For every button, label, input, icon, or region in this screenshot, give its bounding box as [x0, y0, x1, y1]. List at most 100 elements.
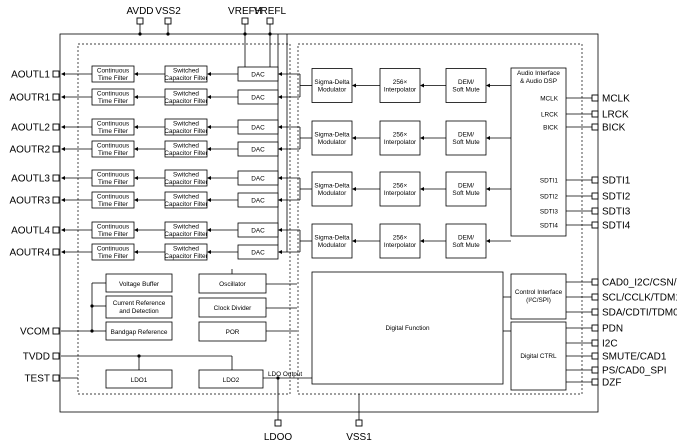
analog-region [77, 43, 291, 395]
interpolator [379, 68, 421, 103]
continuous-time-filter-label-2: Time Filter [98, 201, 129, 208]
por-label: POR [226, 329, 240, 336]
oscillator-block [198, 273, 267, 294]
pin-label-sdti2: SDTI2 [602, 192, 631, 203]
aoutr1-pin [52, 93, 60, 101]
pin-label-pdn: PDN [602, 324, 623, 335]
pdn-pin [591, 324, 599, 332]
sigma-delta-modulator-label-2: Modulator [318, 87, 347, 94]
cad0-i2c-csn-dzf-pin [591, 278, 599, 286]
current-reference-label-2: and Detection [119, 308, 159, 315]
pin-label-mclk: MCLK [602, 94, 630, 105]
lrck-pin [591, 110, 599, 118]
interpolator [379, 120, 421, 156]
ldo1-block [105, 369, 173, 389]
continuous-time-filter-label-1: Continuous [97, 193, 129, 200]
digital-ctrl-label: Digital CTRL [520, 353, 557, 360]
package-pins: AOUTL1AOUTR1AOUTL2AOUTR2AOUTL3AOUTR3AOUT… [9, 6, 677, 443]
pin-label-cad0-i2c-csn-dzf: CAD0_I2C/CSN/DZF [602, 278, 677, 289]
aif-port-sdti3: SDTI3 [540, 208, 559, 215]
pin-label-aoutr3: AOUTR3 [9, 196, 50, 207]
vcom-pin [52, 327, 60, 335]
vss2-pin [164, 17, 172, 25]
sigma-delta-modulator [311, 68, 353, 103]
switched-capacitor-filter-label-2: Capacitor Filter [164, 253, 208, 260]
continuous-time-filter-label-1: Continuous [97, 245, 129, 252]
por-block [198, 321, 267, 342]
interpolator-label-1: 256× [393, 79, 408, 86]
aif-port-sdti2: SDTI2 [540, 193, 559, 200]
aoutr3-pin [52, 196, 60, 204]
pin-label-avdd: AVDD [126, 6, 153, 17]
dac-label: DAC [251, 227, 265, 234]
dem-soft-mute [445, 171, 487, 207]
sigma-delta-modulator-label-1: Sigma-Delta [314, 79, 350, 86]
interpolator-label-2: Interpolator [384, 87, 417, 94]
aif-port-sdti1: SDTI1 [540, 177, 559, 184]
avdd-pin [136, 17, 144, 25]
sigma-delta-modulator-label-2: Modulator [318, 242, 347, 249]
continuous-time-filter-label-1: Continuous [97, 67, 129, 74]
aoutl4-pin [52, 226, 60, 234]
current-reference-block [105, 295, 173, 319]
continuous-time-filter-label-2: Time Filter [98, 253, 129, 260]
voltage-buffer-label: Voltage Buffer [119, 281, 160, 288]
sigma-delta-modulator-label-2: Modulator [318, 139, 347, 146]
continuous-time-filter-label-1: Continuous [97, 223, 129, 230]
tvdd-pin [52, 352, 60, 360]
aif-port-mclk: MCLK [540, 95, 558, 102]
sdti4-pin [591, 221, 599, 229]
pin-label-tvdd: TVDD [23, 352, 50, 363]
switched-capacitor-filter-label-1: Switched [173, 120, 199, 127]
switched-capacitor-filter-label-2: Capacitor Filter [164, 75, 208, 82]
scl-cclk-tdm1-pin [591, 293, 599, 301]
pin-label-aoutr2: AOUTR2 [9, 145, 50, 156]
ps-cad0-spi-pin [591, 366, 599, 374]
pin-label-sda-cdti-tdm0: SDA/CDTI/TDM0 [602, 308, 677, 319]
sdti2-pin [591, 192, 599, 200]
digital-chain-4: Sigma-DeltaModulator256×InterpolatorDEM/… [278, 223, 511, 259]
pin-label-smute-cad1: SMUTE/CAD1 [602, 352, 667, 363]
dac-label: DAC [251, 71, 265, 78]
pin-label-dzf: DZF [602, 378, 621, 389]
interpolator-label-1: 256× [393, 131, 408, 138]
clock-divider-label: Clock Divider [214, 305, 253, 312]
pin-label-vrefl: VREFL [254, 6, 287, 17]
dem-soft-mute-label-1: DEM/ [458, 182, 474, 189]
bandgap-reference-label: Bandgap Reference [111, 329, 168, 336]
aif-port-sdti4: SDTI4 [540, 222, 559, 229]
switched-capacitor-filter-label-2: Capacitor Filter [164, 201, 208, 208]
oscillator-label: Oscillator [219, 281, 247, 288]
ldo2-label: LDO2 [223, 377, 240, 384]
sigma-delta-modulator [311, 120, 353, 156]
continuous-time-filter-label-1: Continuous [97, 120, 129, 127]
pin-label-ps-cad0-spi: PS/CAD0_SPI [602, 366, 666, 377]
aif-port-lrck: LRCK [541, 111, 559, 118]
aoutl1-pin [52, 70, 60, 78]
digital-chain-3: Sigma-DeltaModulator256×InterpolatorDEM/… [278, 171, 511, 207]
continuous-time-filter-label-1: Continuous [97, 90, 129, 97]
aoutr4-pin [52, 248, 60, 256]
switched-capacitor-filter-label-1: Switched [173, 142, 199, 149]
switched-capacitor-filter-label-1: Switched [173, 171, 199, 178]
continuous-time-filter-label-2: Time Filter [98, 75, 129, 82]
continuous-time-filter-label-2: Time Filter [98, 128, 129, 135]
clock-divider-block [198, 297, 267, 318]
bandgap-reference-block [105, 321, 173, 341]
dem-soft-mute-label-2: Soft Mute [452, 190, 480, 197]
junction-dots [90, 32, 280, 380]
pin-label-aoutl3: AOUTL3 [11, 174, 50, 185]
wiring [61, 24, 592, 420]
vss1-pin [355, 419, 363, 427]
switched-capacitor-filter-label-1: Switched [173, 67, 199, 74]
digital-chain-1: Sigma-DeltaModulator256×InterpolatorDEM/… [278, 68, 511, 103]
audio-interface-title-2: & Audio DSP [520, 78, 557, 85]
dem-soft-mute-label-2: Soft Mute [452, 87, 480, 94]
pin-label-vss2: VSS2 [155, 6, 181, 17]
mclk-pin [591, 94, 599, 102]
